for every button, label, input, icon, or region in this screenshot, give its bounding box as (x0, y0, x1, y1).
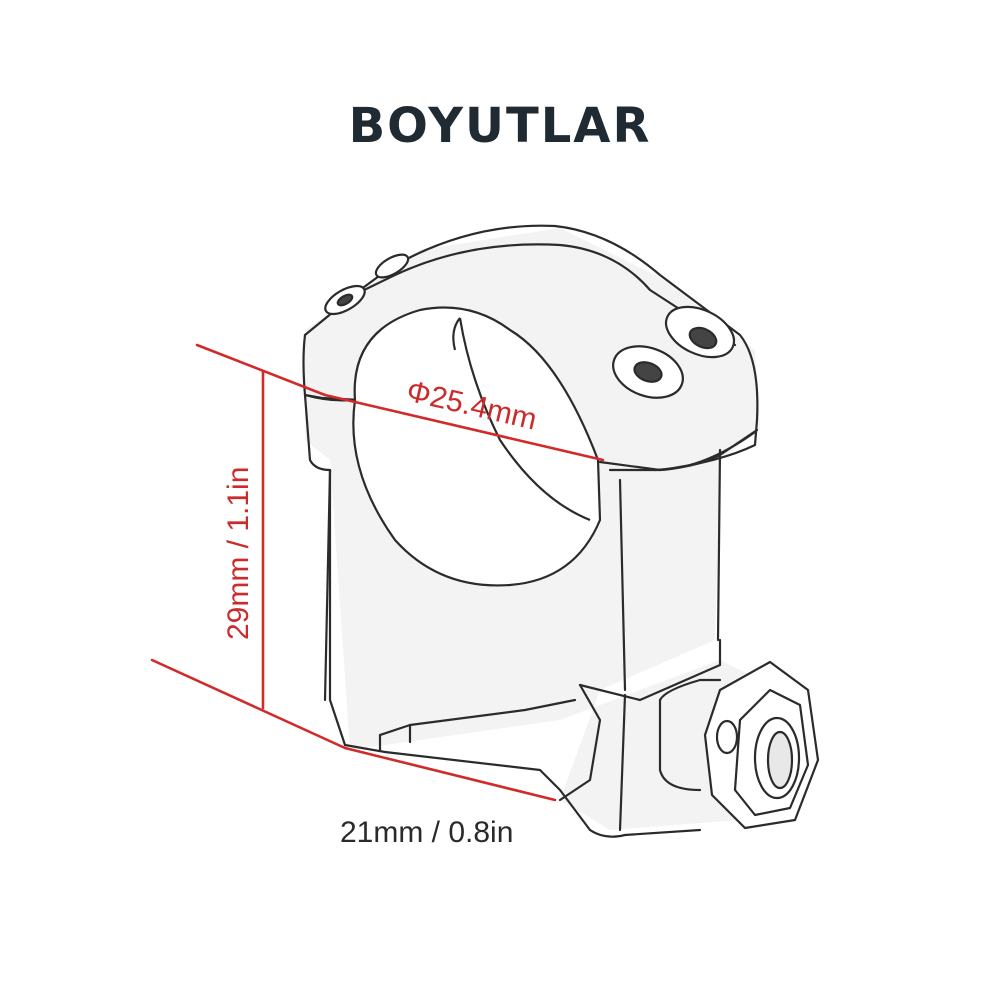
page-title: BOYUTLAR (348, 98, 652, 154)
hex-nut (703, 660, 820, 830)
diameter-dimension-line (323, 393, 605, 462)
height-extension-top (195, 343, 327, 397)
width-label: 21mm / 0.8in (340, 816, 513, 849)
cap-screws (324, 253, 736, 399)
dimension-lines (150, 343, 605, 802)
ring-bore (352, 306, 602, 587)
mount-body (302, 224, 759, 838)
width-dimension-line (343, 746, 557, 802)
height-label: 29mm / 1.1in (222, 467, 255, 640)
height-extension-bottom (150, 658, 347, 750)
